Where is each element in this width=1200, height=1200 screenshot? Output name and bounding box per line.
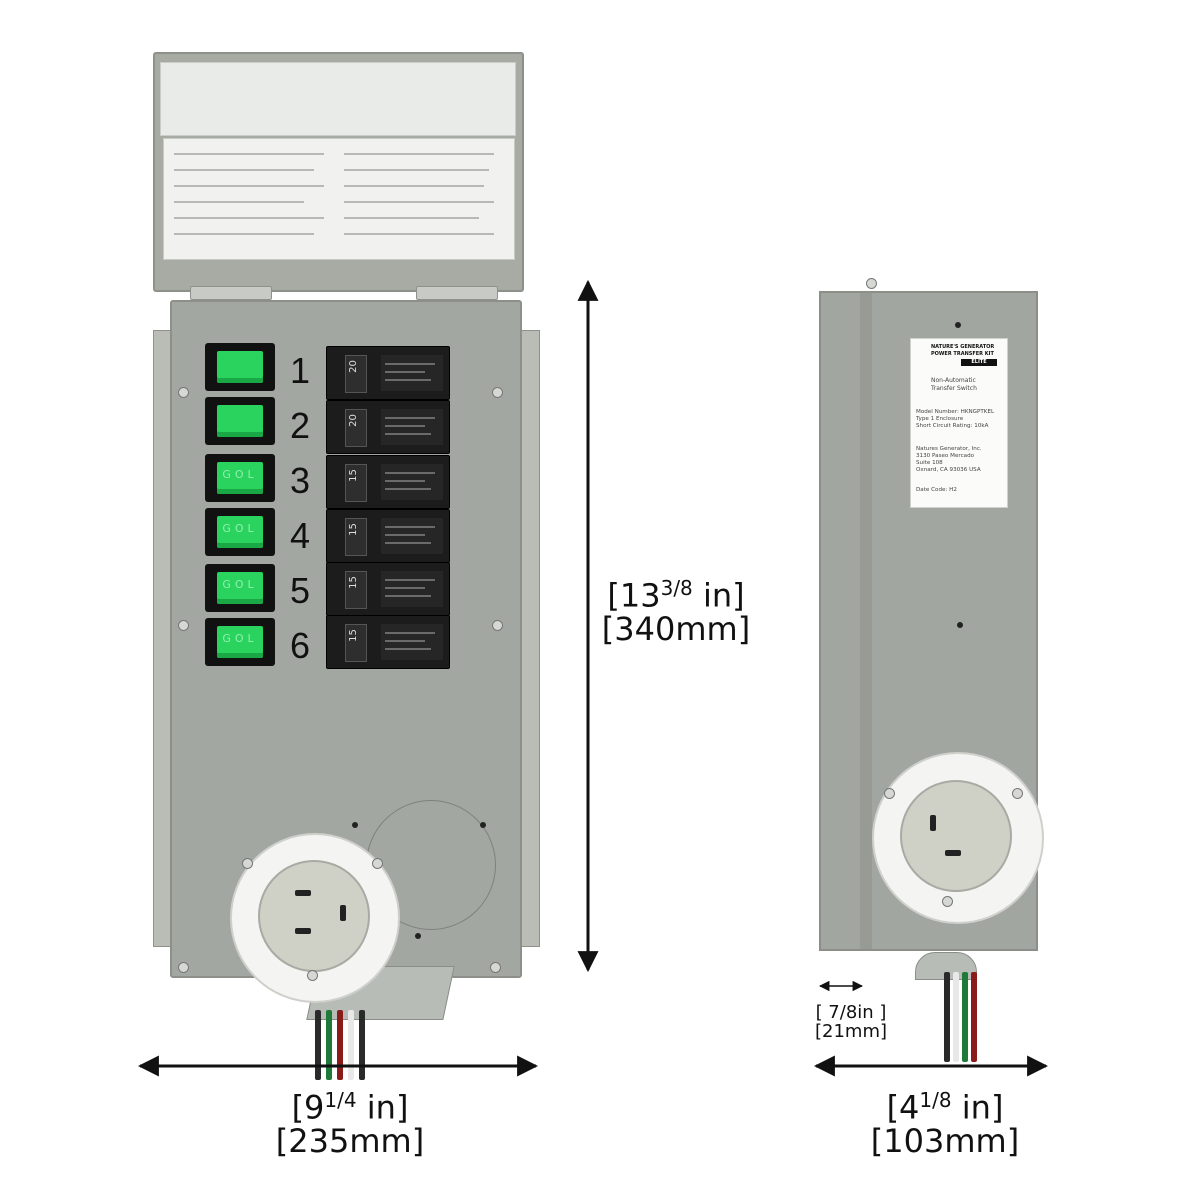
inlet-screw <box>884 788 895 799</box>
circuit-switch-4[interactable]: GOL <box>205 508 275 556</box>
screw <box>178 620 189 631</box>
screw <box>178 387 189 398</box>
lid-warning-label <box>163 138 515 260</box>
inlet-slot <box>295 890 311 896</box>
lid-info-card <box>160 62 516 136</box>
circuit-switch-2[interactable] <box>205 397 275 445</box>
offset-dimension-label: [ 7/8in ] [21mm] <box>814 1002 888 1042</box>
mounting-hole <box>480 822 486 828</box>
inlet-slot <box>930 815 936 831</box>
height-dimension-label: [133/8 in] [340mm] <box>601 576 751 649</box>
inlet-slot <box>295 928 311 934</box>
inlet-slot <box>945 850 961 856</box>
right-hinge <box>416 286 498 300</box>
screw <box>866 278 877 289</box>
circuit-breaker-1[interactable]: 20 <box>326 346 450 400</box>
inlet-screw <box>242 858 253 869</box>
mounting-hole <box>415 933 421 939</box>
width-dimension-label: [91/4 in] [235mm] <box>275 1088 425 1161</box>
inlet-screw <box>372 858 383 869</box>
circuit-number-2: 2 <box>290 405 311 446</box>
circuit-breaker-3[interactable]: 15 <box>326 455 450 509</box>
side-lid-edge <box>860 293 872 949</box>
circuit-switch-1[interactable] <box>205 343 275 391</box>
red-wire <box>971 972 977 1062</box>
inlet-screw <box>307 970 318 981</box>
black-wire <box>315 1010 321 1080</box>
left-hinge <box>190 286 272 300</box>
black-wire <box>359 1010 365 1080</box>
power-inlet-plug[interactable] <box>258 860 370 972</box>
circuit-number-4: 4 <box>290 515 311 556</box>
screw <box>490 962 501 973</box>
screw <box>492 387 503 398</box>
depth-dimension-label: [41/8 in] [103mm] <box>870 1088 1020 1161</box>
mounting-hole <box>957 622 963 628</box>
inlet-screw <box>1012 788 1023 799</box>
white-wire <box>953 972 959 1062</box>
side-power-inlet-plug[interactable] <box>900 780 1012 892</box>
red-wire <box>337 1010 343 1080</box>
circuit-switch-6[interactable]: GOL <box>205 618 275 666</box>
product-label-sticker: NATURE'S GENERATOR POWER TRANSFER KIT EL… <box>910 338 1008 508</box>
screw <box>492 620 503 631</box>
mounting-hole <box>955 322 961 328</box>
circuit-breaker-6[interactable]: 15 <box>326 615 450 669</box>
circuit-number-1: 1 <box>290 350 311 391</box>
circuit-number-3: 3 <box>290 460 311 501</box>
screw <box>178 962 189 973</box>
inlet-screw <box>942 896 953 907</box>
circuit-switch-3[interactable]: GOL <box>205 454 275 502</box>
circuit-breaker-2[interactable]: 20 <box>326 400 450 454</box>
inlet-slot <box>340 905 346 921</box>
green-wire <box>326 1010 332 1080</box>
mounting-hole <box>352 822 358 828</box>
circuit-switch-5[interactable]: GOL <box>205 564 275 612</box>
black-wire <box>944 972 950 1062</box>
green-wire <box>962 972 968 1062</box>
circuit-breaker-5[interactable]: 15 <box>326 562 450 616</box>
white-wire <box>348 1010 354 1080</box>
circuit-number-5: 5 <box>290 570 311 611</box>
circuit-number-6: 6 <box>290 625 311 666</box>
